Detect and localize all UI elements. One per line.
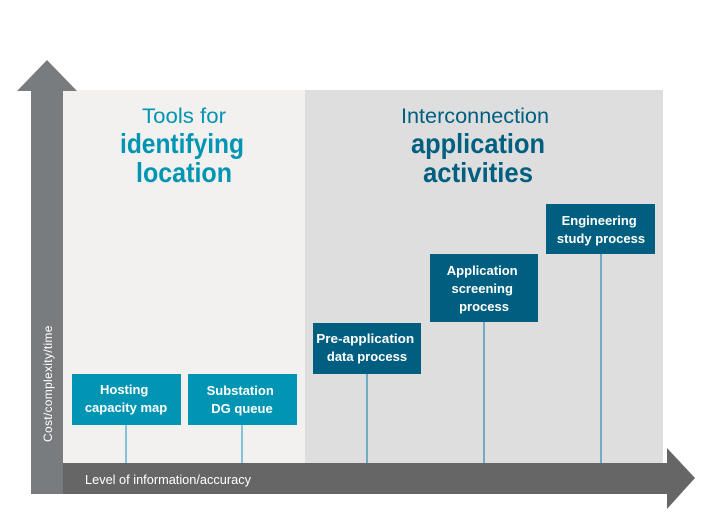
x-axis-label: Level of information/accuracy (85, 473, 252, 487)
box-line: data process (327, 349, 407, 364)
svg-text:Pre-application data pro: Pre-application data process (316, 331, 418, 364)
box-line: capacity map (85, 400, 167, 415)
box-line: study process (557, 231, 645, 246)
box-line: process (459, 299, 509, 314)
box-line: Hosting (100, 382, 148, 397)
box-application-screening-process: Application screening process (430, 254, 538, 322)
right-title-bold-2: activities (423, 157, 533, 188)
box-line: Substation (207, 383, 274, 398)
box-line: screening (451, 281, 512, 296)
left-title-light: Tools for (142, 105, 226, 128)
svg-text:Substation DG queue: Substation DG queue (207, 383, 278, 416)
y-axis-label: Cost/complexity/time (41, 325, 55, 442)
svg-text:Application screening: Application screening process (447, 263, 521, 314)
box-pre-application-data-process: Pre-application data process (313, 323, 421, 374)
right-title-light: Interconnection (401, 105, 549, 128)
box-line: Pre-application (316, 331, 414, 346)
x-axis-arrow (63, 448, 695, 509)
box-hosting-capacity-map: Hosting capacity map (72, 374, 181, 425)
box-engineering-study-process: Engineering study process (546, 204, 655, 254)
y-axis-arrow (17, 60, 77, 494)
box-line: DG queue (211, 401, 272, 416)
svg-text:Hosting capacity map: Hosting capacity map (85, 382, 167, 415)
svg-text:Engineering study proces: Engineering study process (557, 213, 645, 246)
right-title-bold-1: application (411, 128, 545, 159)
box-line: Application (447, 263, 518, 278)
box-substation-dg-queue: Substation DG queue (188, 374, 297, 425)
left-title-bold-1: identifying (120, 128, 244, 159)
left-title-bold-2: location (136, 157, 232, 188)
stems (125, 254, 602, 463)
box-line: Engineering (562, 213, 637, 228)
